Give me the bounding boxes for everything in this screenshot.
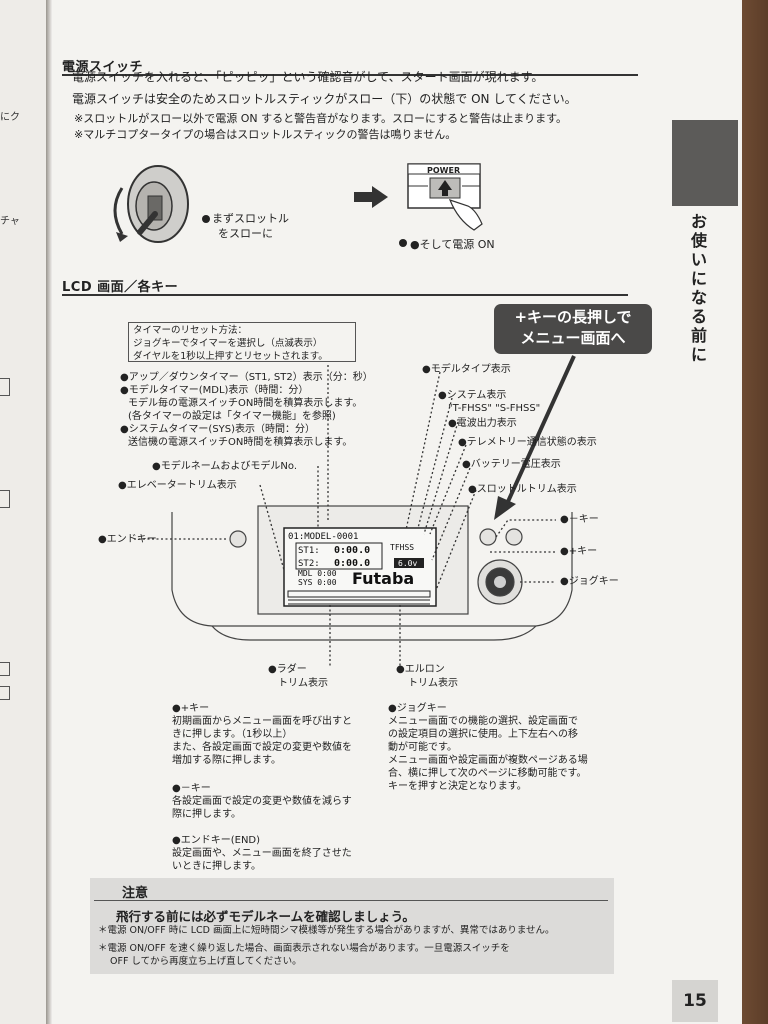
ann-aileron-trim-2: トリム表示 bbox=[408, 678, 458, 689]
left-page-edge: にク チャ bbox=[0, 0, 46, 1024]
desc-minus-key: ●－キー各設定画面で設定の変更や数値を減らす際に押します。 bbox=[172, 783, 352, 820]
ann-telemetry: ●テレメトリー通信状態の表示 bbox=[458, 437, 597, 448]
ann-plus-key: ●+キー bbox=[560, 546, 598, 557]
ann-elevator-trim: ●エレベータートリム表示 bbox=[118, 480, 237, 491]
chapter-tab bbox=[672, 120, 738, 206]
section-title-lcd: LCD 画面／各キー bbox=[62, 280, 179, 295]
bullet-dot bbox=[399, 239, 407, 247]
caption-power: ●そして電源 ON bbox=[410, 238, 495, 251]
lcd-st1: ST1: bbox=[298, 546, 320, 556]
ann-battery: ●バッテリー電圧表示 bbox=[462, 459, 561, 470]
left-fragment: チャ bbox=[0, 216, 20, 227]
section-rule bbox=[62, 294, 628, 296]
lcd-mdl: MDL 0:00 bbox=[298, 569, 337, 578]
caution-note3: OFF してから再度立ち上げ直してください。 bbox=[110, 956, 302, 967]
ann-jog-key: ●ジョグキー bbox=[560, 576, 619, 587]
throttle-stick-illustration bbox=[113, 165, 189, 243]
chapter-title: お使いになる前に bbox=[690, 212, 707, 364]
desc-end-key: ●エンドキー(END)設定画面や、メニュー画面を終了させたいときに押します。 bbox=[172, 835, 352, 872]
power-note1: ※スロットルがスロー以外で電源 ON すると警告音がなります。スローにすると警告… bbox=[74, 112, 568, 125]
caution-note1: ＊電源 ON/OFF 時に LCD 画面上に短時間シマ模様等が発生する場合があり… bbox=[98, 925, 555, 936]
caution-heading: 注意 bbox=[122, 886, 149, 901]
left-box bbox=[0, 378, 10, 396]
lcd-st2: ST2: bbox=[298, 559, 320, 569]
lcd-battery: 6.0v bbox=[398, 559, 417, 568]
ann-model-timer-3: (各タイマーの設定は「タイマー機能」を参照) bbox=[128, 411, 336, 422]
svg-text:POWER: POWER bbox=[427, 166, 460, 175]
ann-system-display-2: "T-FHSS" "S-FHSS" bbox=[448, 403, 541, 414]
ann-aileron-trim: ●エルロン bbox=[396, 664, 445, 675]
timer-reset-tip: タイマーのリセット方法：ジョグキーでタイマーを選択し（点滅表示）ダイヤルを1秒以… bbox=[128, 322, 356, 362]
power-note2: ※マルチコプタータイプの場合はスロットルスティックの警告は鳴りません。 bbox=[74, 128, 457, 141]
caution-box: 注意 飛行する前には必ずモデルネームを確認しましょう。 ＊電源 ON/OFF 時… bbox=[90, 878, 614, 974]
left-fragment: にク bbox=[0, 112, 20, 123]
lcd-brand: Futaba bbox=[352, 569, 414, 588]
section-rule bbox=[62, 74, 638, 76]
ann-throttle-trim: ●スロットルトリム表示 bbox=[468, 484, 577, 495]
lcd-st2-value: 0:00.0 bbox=[334, 558, 370, 569]
caption-throttle-2: をスローに bbox=[218, 227, 273, 240]
ann-minus-key: ●－キー bbox=[560, 514, 599, 525]
bullet-dot bbox=[202, 215, 210, 223]
ann-model-type: ●モデルタイプ表示 bbox=[422, 364, 511, 375]
left-box bbox=[0, 662, 10, 676]
desc-jog-key: ●ジョグキーメニュー画面での機能の選択、設定画面での設定項目の選択に使用。上下左… bbox=[388, 703, 588, 792]
power-switch-illustration: POWER bbox=[407, 163, 483, 231]
lcd-sys: SYS 0:00 bbox=[298, 578, 337, 587]
ann-system-timer: ●システムタイマー(SYS)表示（時間：分） bbox=[120, 424, 316, 435]
ann-rf-power: ●電波出力表示 bbox=[448, 418, 517, 429]
caution-main: 飛行する前には必ずモデルネームを確認しましょう。 bbox=[116, 909, 415, 924]
right-arrow-icon bbox=[354, 186, 388, 208]
leader-lines bbox=[132, 365, 556, 668]
ann-system-display: ●システム表示 bbox=[438, 390, 507, 401]
ann-rudder-trim-2: トリム表示 bbox=[278, 678, 328, 689]
lcd-tfhss: TFHSS bbox=[390, 543, 414, 552]
page-number: 15 bbox=[672, 980, 718, 1022]
ann-updown-timer: ●アップ／ダウンタイマー（ST1, ST2）表示（分：秒） bbox=[120, 372, 373, 383]
lcd-st1-value: 0:00.0 bbox=[334, 545, 370, 556]
ann-model-timer-2: モデル毎の電源スイッチON時間を積算表示します。 bbox=[128, 398, 363, 409]
caption-throttle: まずスロットル bbox=[212, 212, 289, 225]
plus-key-callout: +キーの長押しでメニュー画面へ bbox=[494, 304, 652, 354]
ann-rudder-trim: ●ラダー bbox=[268, 664, 307, 675]
ann-end-key: ●エンドキー bbox=[98, 534, 157, 545]
callout-arrow bbox=[494, 355, 576, 520]
caution-note2: ＊電源 ON/OFF を速く繰り返した場合、画面表示されない場合があります。一旦… bbox=[98, 943, 510, 954]
desc-plus-key: ●+キー 初期画面からメニュー画面を呼び出すときに押します。（1秒以上） また、… bbox=[172, 703, 352, 766]
left-box bbox=[0, 490, 10, 508]
left-box bbox=[0, 686, 10, 700]
ann-model-timer: ●モデルタイマー(MDL)表示（時間：分） bbox=[120, 385, 309, 396]
ann-model-name: ●モデルネームおよびモデルNo. bbox=[152, 461, 298, 472]
power-line2: 電源スイッチは安全のためスロットルスティックがスロー（下）の状態で ON してく… bbox=[72, 92, 577, 106]
lcd-model-name: 01:MODEL-0001 bbox=[288, 532, 358, 542]
power-line1: 電源スイッチを入れると、「ピッピッ」という確認音がして、スタート画面が現れます。 bbox=[72, 70, 544, 84]
section-title-power: 電源スイッチ bbox=[62, 60, 144, 75]
lcd-screen-content: 01:MODEL-0001 ST1: 0:00.0 ST2: 0:00.0 TF… bbox=[287, 532, 431, 605]
ann-system-timer-2: 送信機の電源スイッチON時間を積算表示します。 bbox=[128, 437, 353, 448]
